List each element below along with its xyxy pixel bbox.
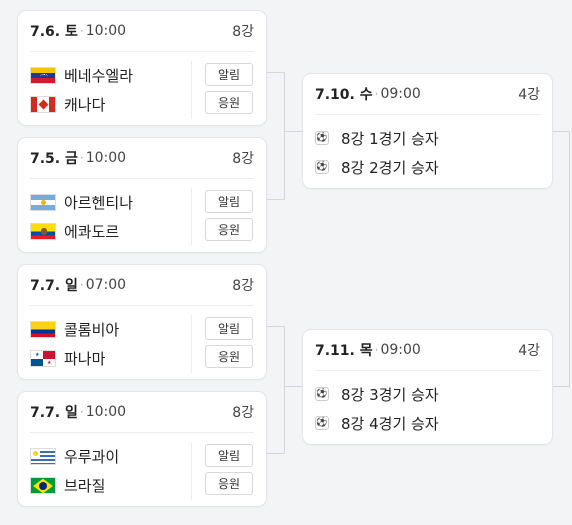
match-header: 7.11. 목 · 09:00 4강 <box>315 330 540 371</box>
match-card-qf4[interactable]: 7.7. 일 · 10:00 8강 우루과이 브라질 알림 응원 <box>18 392 266 506</box>
bracket-connector <box>266 199 285 200</box>
separator-dot: · <box>79 405 84 419</box>
ecuador-flag-icon <box>30 222 56 240</box>
match-time: 09:00 <box>380 86 421 102</box>
team-row: 베네수엘라 <box>30 63 133 87</box>
venezuela-flag-icon <box>30 66 56 84</box>
bracket-connector <box>266 453 285 454</box>
argentina-flag-icon <box>30 193 56 211</box>
slot-label: 8강 4경기 승자 <box>341 414 439 433</box>
team-name: 콜롬비아 <box>64 320 120 339</box>
bracket-connector <box>569 131 570 387</box>
slot-label: 8강 2경기 승자 <box>341 158 439 177</box>
slot-row: ⚽ 8강 2경기 승자 <box>315 155 439 179</box>
match-card-qf2[interactable]: 7.5. 금 · 10:00 8강 아르헨티나 에콰도르 알림 응원 <box>18 138 266 252</box>
team-row: 우루과이 <box>30 444 119 468</box>
match-header: 7.7. 일 · 10:00 8강 <box>30 392 254 433</box>
slot-label: 8강 3경기 승자 <box>341 385 439 404</box>
match-card-qf1[interactable]: 7.6. 토 · 10:00 8강 베네수엘라 캐나다 알림 응원 <box>18 11 266 125</box>
divider <box>191 61 192 119</box>
alarm-button[interactable]: 알림 <box>205 190 253 213</box>
divider <box>191 442 192 500</box>
team-row: ★ ★ 파나마 <box>30 346 105 370</box>
soccer-ball-icon: ⚽ <box>315 387 329 401</box>
match-round: 4강 <box>518 87 540 103</box>
bracket-connector <box>552 131 570 132</box>
separator-dot: · <box>374 87 379 101</box>
cheer-button[interactable]: 응원 <box>205 345 253 368</box>
match-time: 10:00 <box>85 150 127 166</box>
match-date: 7.5. 금 <box>30 151 78 167</box>
canada-flag-icon <box>30 95 56 113</box>
match-round: 8강 <box>232 278 254 294</box>
bracket-connector <box>266 72 285 73</box>
team-row: 콜롬비아 <box>30 317 119 341</box>
uruguay-flag-icon <box>30 447 56 465</box>
match-date: 7.7. 일 <box>30 405 78 421</box>
panama-flag-icon: ★ ★ <box>30 349 56 367</box>
match-header: 7.6. 토 · 10:00 8강 <box>30 11 254 52</box>
separator-dot: · <box>79 151 84 165</box>
bracket-connector <box>284 72 285 200</box>
cheer-button[interactable]: 응원 <box>205 218 253 241</box>
slot-row: ⚽ 8강 1경기 승자 <box>315 126 439 150</box>
colombia-flag-icon <box>30 320 56 338</box>
match-round: 8강 <box>232 24 254 40</box>
slot-row: ⚽ 8강 4경기 승자 <box>315 411 439 435</box>
team-name: 캐나다 <box>64 95 106 114</box>
bracket-connector <box>284 131 303 132</box>
team-name: 파나마 <box>64 349 106 368</box>
slot-row: ⚽ 8강 3경기 승자 <box>315 382 439 406</box>
match-header: 7.7. 일 · 07:00 8강 <box>30 265 254 306</box>
team-row: 캐나다 <box>30 92 105 116</box>
team-name: 브라질 <box>64 476 106 495</box>
bracket-connector <box>284 326 285 454</box>
match-time: 07:00 <box>85 277 127 293</box>
team-name: 우루과이 <box>64 447 120 466</box>
bracket-connector <box>552 386 570 387</box>
alarm-button[interactable]: 알림 <box>205 444 253 467</box>
team-row: 브라질 <box>30 473 105 497</box>
soccer-ball-icon: ⚽ <box>315 160 329 174</box>
match-card-qf3[interactable]: 7.7. 일 · 07:00 8강 콜롬비아 ★ ★ 파나마 알림 응원 <box>18 265 266 379</box>
separator-dot: · <box>374 343 379 357</box>
team-row: 아르헨티나 <box>30 190 133 214</box>
match-card-sf1[interactable]: 7.10. 수 · 09:00 4강 ⚽ 8강 1경기 승자 ⚽ 8강 2경기 … <box>303 74 552 188</box>
match-header: 7.5. 금 · 10:00 8강 <box>30 138 254 179</box>
match-time: 10:00 <box>85 23 127 39</box>
match-round: 8강 <box>232 405 254 421</box>
divider <box>191 315 192 373</box>
match-round: 4강 <box>518 343 540 359</box>
alarm-button[interactable]: 알림 <box>205 63 253 86</box>
match-date: 7.7. 일 <box>30 278 78 294</box>
match-date: 7.6. 토 <box>30 24 78 40</box>
separator-dot: · <box>79 24 84 38</box>
match-time: 09:00 <box>380 342 421 358</box>
match-round: 8강 <box>232 151 254 167</box>
match-header: 7.10. 수 · 09:00 4강 <box>315 74 540 115</box>
alarm-button[interactable]: 알림 <box>205 317 253 340</box>
team-name: 아르헨티나 <box>64 193 134 212</box>
separator-dot: · <box>79 278 84 292</box>
match-date: 7.10. 수 <box>315 87 373 103</box>
bracket-connector <box>284 386 303 387</box>
cheer-button[interactable]: 응원 <box>205 91 253 114</box>
divider <box>191 188 192 246</box>
bracket-connector <box>266 326 285 327</box>
team-name: 에콰도르 <box>64 222 120 241</box>
team-name: 베네수엘라 <box>64 66 134 85</box>
cheer-button[interactable]: 응원 <box>205 472 253 495</box>
soccer-ball-icon: ⚽ <box>315 416 329 430</box>
soccer-ball-icon: ⚽ <box>315 131 329 145</box>
match-card-sf2[interactable]: 7.11. 목 · 09:00 4강 ⚽ 8강 3경기 승자 ⚽ 8강 4경기 … <box>303 330 552 444</box>
match-date: 7.11. 목 <box>315 343 373 359</box>
match-time: 10:00 <box>85 404 127 420</box>
brazil-flag-icon <box>30 476 56 494</box>
slot-label: 8강 1경기 승자 <box>341 129 439 148</box>
team-row: 에콰도르 <box>30 219 119 243</box>
